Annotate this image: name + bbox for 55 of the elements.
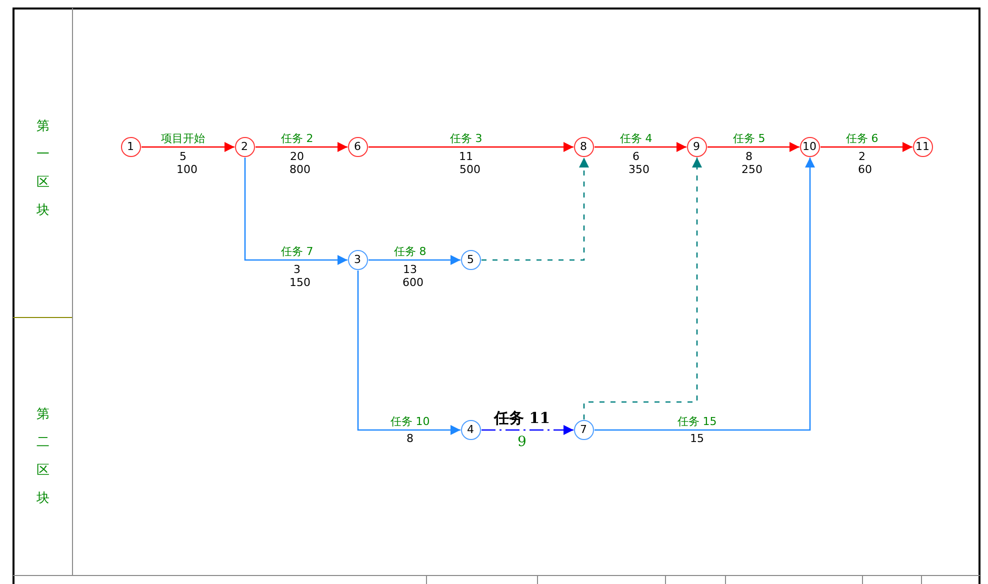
task-label: 任务 15 — [676, 415, 718, 428]
value-label: 100 — [176, 163, 198, 176]
value-label: 500 — [458, 163, 482, 176]
arrow — [256, 142, 348, 152]
value-label: 11 — [458, 150, 474, 163]
event-circle: 1 — [120, 136, 140, 156]
value-label: 150 — [288, 276, 312, 289]
arrow — [482, 425, 574, 435]
event-circle: 11 — [912, 136, 932, 156]
value-label: 3 — [292, 263, 302, 276]
event-circle: 2 — [234, 136, 254, 156]
arrow — [357, 270, 460, 435]
event-circle: 8 — [574, 136, 594, 156]
value-label: 8 — [406, 432, 414, 445]
task-label: 任务 6 — [844, 132, 880, 145]
task-label: 任务 8 — [392, 245, 428, 258]
arrow — [244, 158, 348, 265]
arrow — [368, 142, 574, 152]
value-label: 600 — [402, 276, 424, 289]
event-circle: 10 — [800, 136, 820, 156]
event-circle: 6 — [348, 136, 368, 156]
value-label: 250 — [740, 163, 764, 176]
arrow — [583, 158, 702, 420]
lane-title: 第一区块 — [36, 118, 50, 220]
value-label: 350 — [628, 163, 650, 176]
value-label: 15 — [689, 432, 705, 445]
value-label: 8 — [744, 150, 754, 163]
value-label: 6 — [632, 150, 640, 163]
lane-title: 第二区块 — [36, 406, 50, 508]
event-circle: 4 — [460, 420, 480, 440]
arrow — [820, 142, 912, 152]
arrow — [482, 158, 589, 261]
task-label: 任务 5 — [732, 132, 766, 145]
value-label: 5 — [178, 150, 188, 163]
arrow — [594, 142, 686, 152]
event-circle: 9 — [686, 136, 706, 156]
task-label: 任务 4 — [618, 132, 654, 145]
arrow — [708, 142, 800, 152]
value-label: 800 — [288, 163, 312, 176]
arrow — [142, 142, 234, 152]
task-label: 任务 11 — [492, 410, 552, 427]
task-label: 任务 2 — [280, 132, 314, 145]
value-label: 13 — [402, 263, 418, 276]
task-label: 任务 3 — [448, 132, 484, 145]
task-label: 任务 10 — [389, 415, 431, 428]
event-circle: 3 — [348, 250, 368, 270]
arrow — [368, 255, 460, 265]
value-label: 20 — [289, 150, 305, 163]
event-circle: 7 — [574, 420, 594, 440]
value-label: 2 — [858, 150, 866, 163]
arrow — [594, 158, 815, 431]
task-label: 项目开始 — [160, 132, 206, 145]
task-label: 任务 7 — [280, 245, 314, 258]
event-circle: 5 — [460, 250, 480, 270]
value-label: 60 — [857, 163, 873, 176]
